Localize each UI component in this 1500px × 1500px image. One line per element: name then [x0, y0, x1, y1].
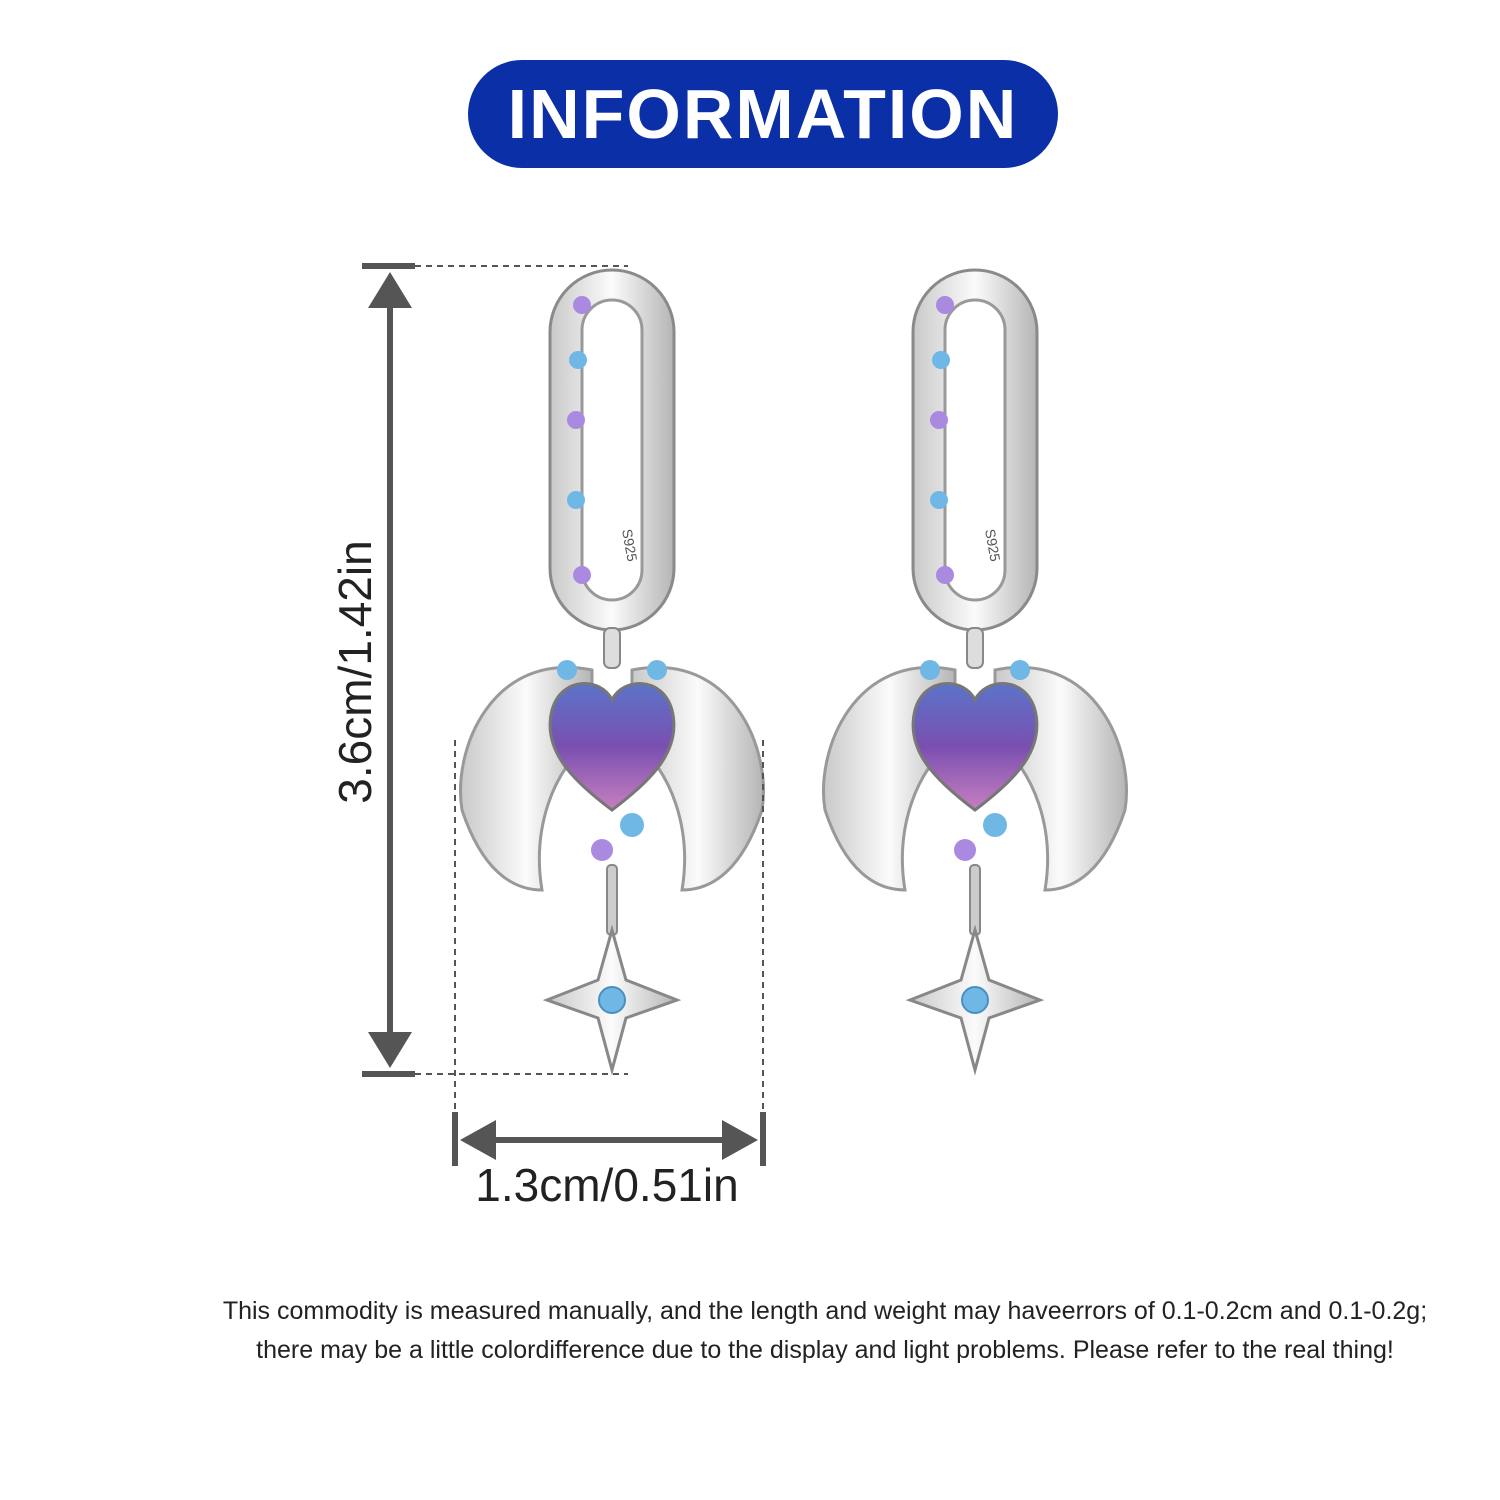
banner-title: INFORMATION — [507, 75, 1019, 153]
height-label: 3.6cm/1.42in — [329, 540, 381, 804]
width-dimension-line — [452, 740, 766, 1166]
disclaimer-line-1: This commodity is measured manually, and… — [222, 1297, 1428, 1325]
earring-right — [822, 268, 1128, 1072]
width-label: 1.3cm/0.51in — [475, 1159, 739, 1211]
disclaimer-line-2: there may be a little colordifference du… — [256, 1336, 1394, 1364]
height-dimension-line — [362, 263, 628, 1077]
earring-left — [459, 268, 765, 1072]
information-banner: INFORMATION — [468, 60, 1058, 168]
